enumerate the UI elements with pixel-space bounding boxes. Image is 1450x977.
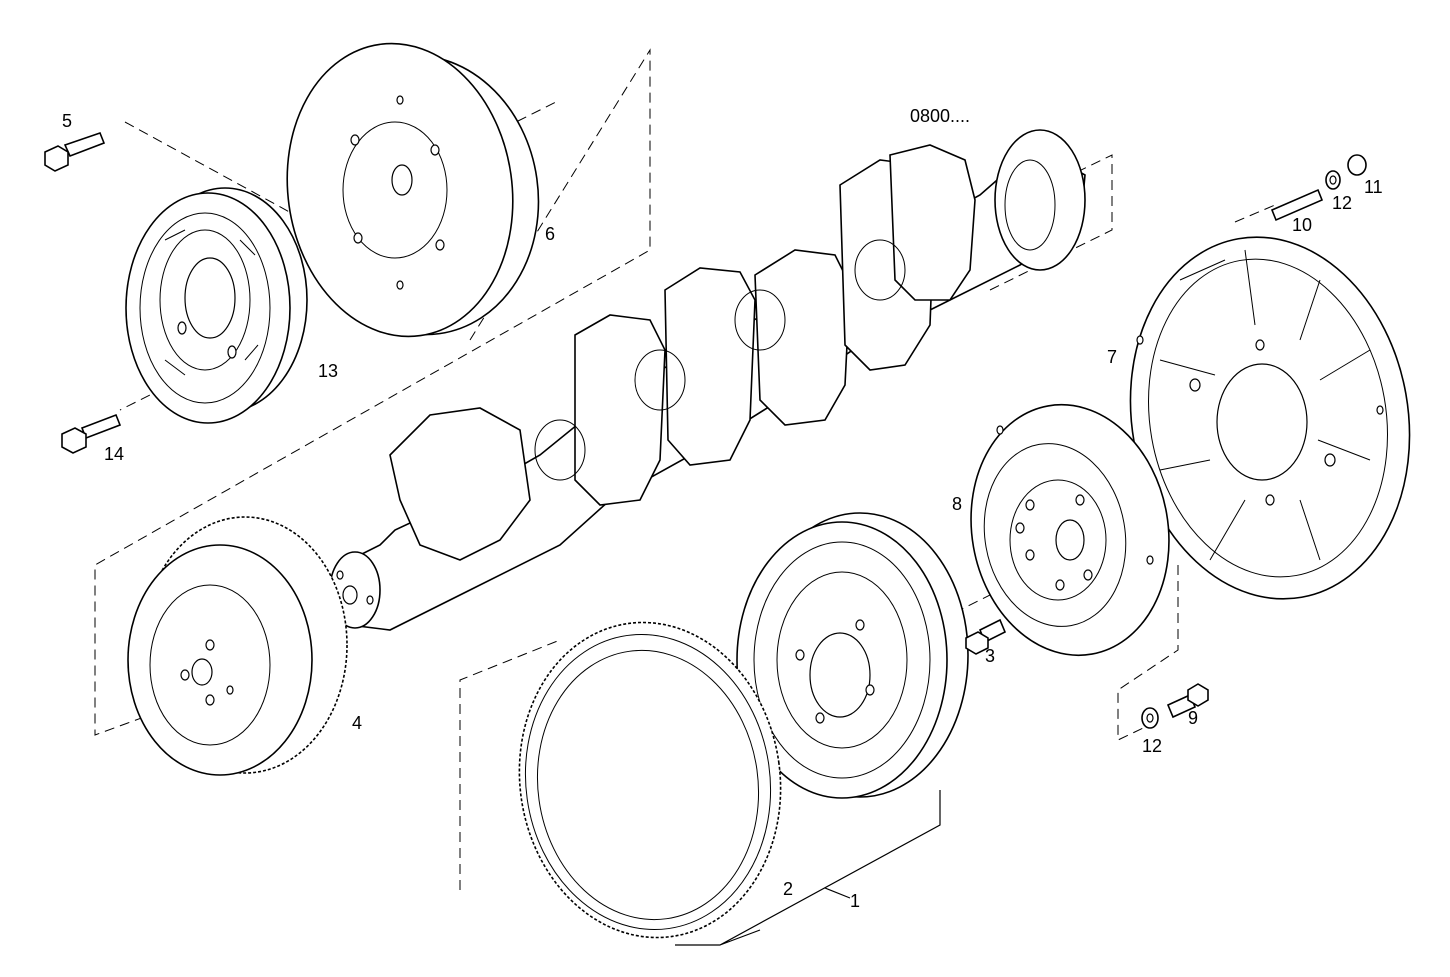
pulley-part-13 (125, 187, 308, 424)
callout-13: 13 (318, 361, 338, 381)
ring-gear-part-2 (518, 621, 782, 939)
callout-7: 7 (1107, 347, 1117, 367)
nut-part-11 (1347, 154, 1367, 176)
washer-part-12-top (1325, 170, 1341, 190)
callout-labels: 0800.... 5 6 13 14 4 2 1 3 8 7 10 12 11 … (62, 106, 1383, 911)
callout-12-top: 12 (1332, 193, 1352, 213)
bolt-part-3 (965, 618, 1007, 655)
callout-10: 10 (1292, 215, 1312, 235)
callout-2: 2 (783, 879, 793, 899)
callout-9: 9 (1188, 708, 1198, 728)
callout-5: 5 (62, 111, 72, 131)
balancer-disc-part-6 (286, 42, 540, 338)
callout-1: 1 (850, 891, 860, 911)
callout-14: 14 (104, 444, 124, 464)
callout-12-bottom: 12 (1142, 736, 1162, 756)
flywheel-housing-part-7 (1129, 236, 1411, 600)
bolt-part-5 (44, 131, 106, 172)
callout-8: 8 (952, 494, 962, 514)
flex-plate-part-8 (970, 403, 1170, 657)
callout-6: 6 (545, 224, 555, 244)
washer-part-12-bottom (1141, 707, 1159, 729)
callout-3: 3 (985, 646, 995, 666)
flywheel-part-1 (736, 512, 969, 799)
bolt-part-9 (1166, 683, 1209, 719)
crankshaft (329, 129, 1086, 631)
callout-4: 4 (352, 713, 362, 733)
callout-1-leader (675, 790, 941, 946)
reference-label: 0800.... (910, 106, 970, 126)
stud-part-10 (1270, 188, 1324, 222)
callout-11: 11 (1364, 177, 1383, 197)
bolt-part-14 (61, 413, 122, 454)
damper-part-4 (127, 516, 348, 776)
